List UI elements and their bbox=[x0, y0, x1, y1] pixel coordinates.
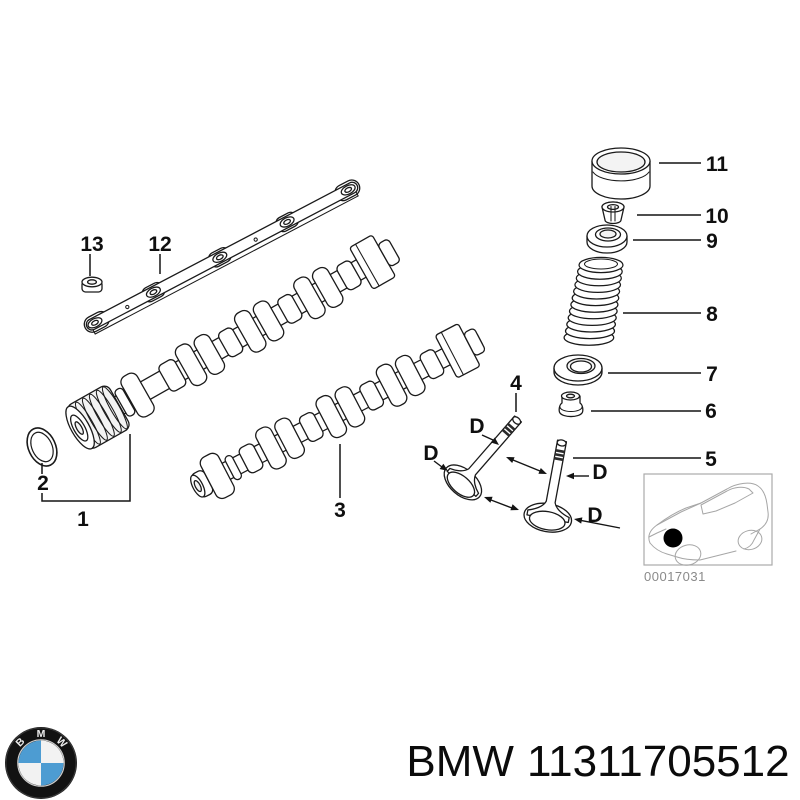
dimension-arrows bbox=[433, 434, 621, 529]
d-labels: D D D D bbox=[423, 415, 607, 527]
brand-text: BMW bbox=[406, 737, 514, 786]
spring-retainer bbox=[586, 224, 628, 254]
part-label-10: 10 bbox=[705, 205, 728, 228]
bucket-tappet bbox=[591, 147, 651, 200]
d-label-valve4-stem: D bbox=[469, 415, 484, 438]
part-number-value: 11311705512 bbox=[527, 737, 790, 786]
valve-exhaust bbox=[523, 439, 573, 533]
leader-lines bbox=[41, 162, 701, 502]
car-outline-sketch bbox=[648, 482, 769, 566]
part-label-13: 13 bbox=[80, 233, 103, 256]
d-label-valve5-stem: D bbox=[592, 461, 607, 484]
car-box-frame bbox=[643, 473, 773, 566]
part-number-text: BMW 11311705512 bbox=[406, 737, 789, 786]
logo-letter-m: M bbox=[37, 728, 46, 740]
rail-nut bbox=[81, 276, 103, 293]
valve-intake bbox=[443, 415, 523, 501]
part-label-2: 2 bbox=[37, 472, 49, 495]
diagram-code: 00017031 bbox=[644, 569, 706, 584]
roundel-quadrant-ur bbox=[41, 740, 64, 763]
part-location-car-thumbnail: 00017031 bbox=[643, 473, 773, 584]
part-label-3: 3 bbox=[334, 499, 346, 522]
part-label-8: 8 bbox=[706, 303, 718, 326]
d-label-valve5-head: D bbox=[587, 504, 602, 527]
camshaft-intake bbox=[65, 235, 400, 450]
part-label-5: 5 bbox=[705, 448, 717, 471]
part-label-9: 9 bbox=[706, 230, 718, 253]
part-label-6: 6 bbox=[705, 400, 717, 423]
o-ring bbox=[26, 427, 58, 467]
roundel-quadrant-lr bbox=[41, 763, 64, 786]
camshaft-exhaust bbox=[190, 323, 486, 500]
part-label-1: 1 bbox=[77, 508, 89, 531]
footer: B M W BMW 11311705512 bbox=[5, 727, 790, 799]
roundel-quadrant-ll bbox=[18, 763, 41, 786]
part-label-12: 12 bbox=[148, 233, 171, 256]
part-label-7: 7 bbox=[706, 363, 718, 386]
valve-stem-seal bbox=[558, 391, 584, 418]
spring-seat bbox=[553, 354, 603, 386]
valve-spring bbox=[563, 256, 624, 346]
d-label-valve4-head: D bbox=[423, 442, 438, 465]
part-label-11: 11 bbox=[706, 153, 729, 176]
valve-keepers bbox=[601, 201, 625, 225]
part-label-4: 4 bbox=[510, 372, 522, 395]
bmw-roundel-logo: B M W bbox=[5, 727, 77, 799]
part-labels: 1 2 3 4 5 6 7 8 9 10 11 12 13 bbox=[37, 153, 729, 531]
oil-spray-rail bbox=[83, 179, 361, 335]
part-location-dot bbox=[663, 528, 683, 548]
roundel-quadrant-ul bbox=[18, 740, 41, 763]
